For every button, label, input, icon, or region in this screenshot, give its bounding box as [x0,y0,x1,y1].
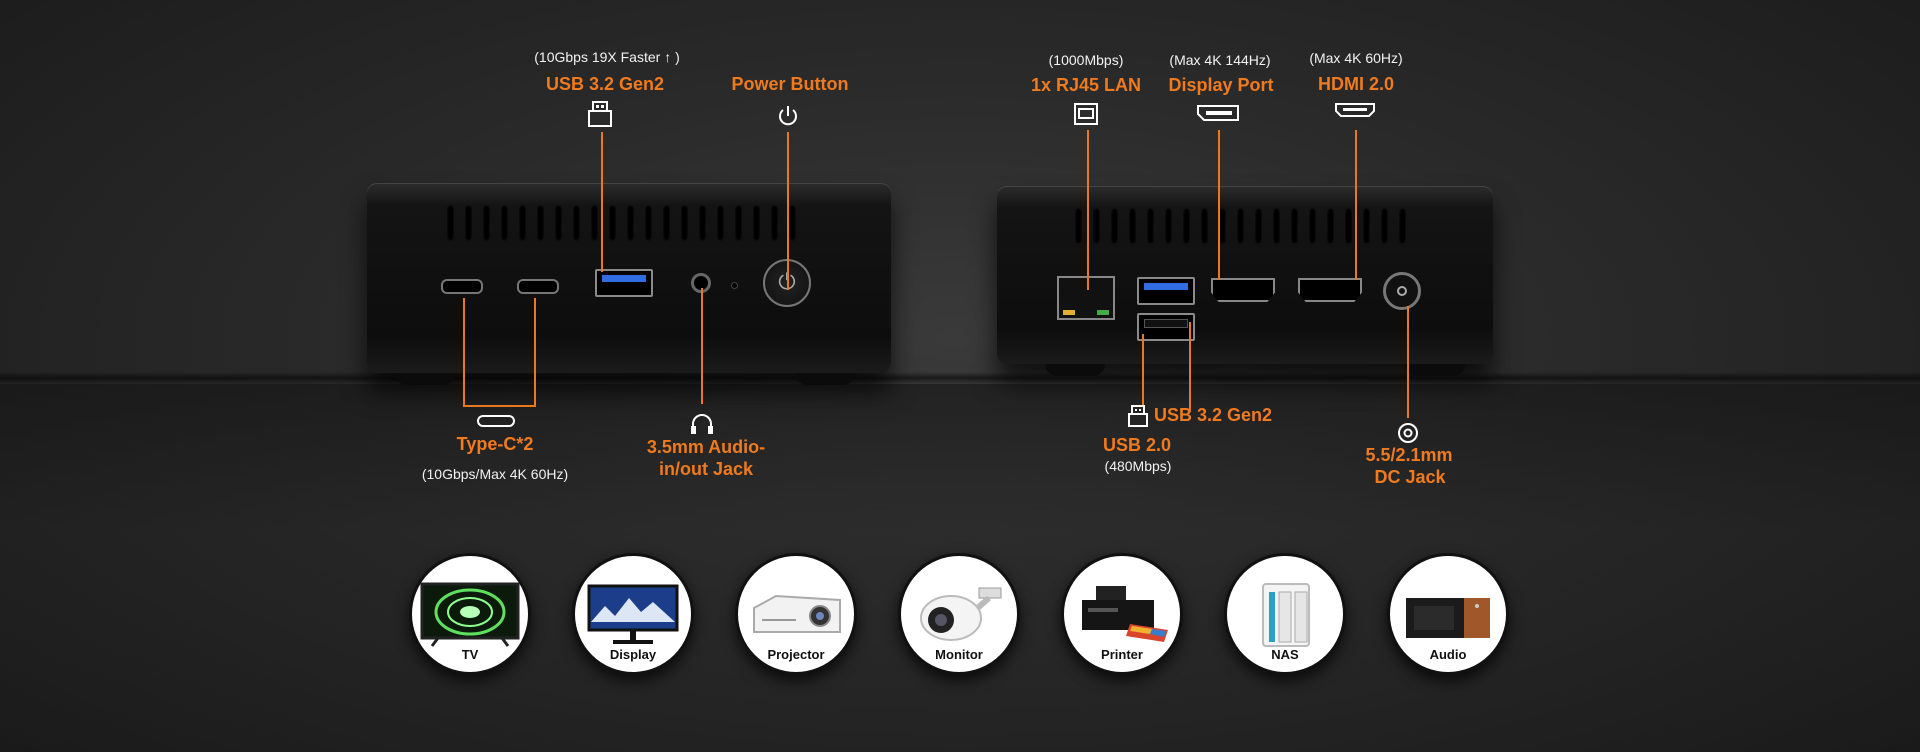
device-label: Projector [767,647,825,662]
display-icon [583,582,683,653]
usb32-port-rear [1137,277,1195,305]
dc-title-line2: DC Jack [1374,467,1446,487]
usb2-spec: (480Mbps) [1104,458,1172,474]
device-label: Monitor [935,647,983,662]
device-foot [1405,364,1465,376]
device-label: TV [461,647,479,662]
usb32-port-front [595,269,653,297]
typec-spec: (10Gbps/Max 4K 60Hz) [421,466,569,482]
typec-leader-2 [534,298,536,406]
audio-title-line2: in/out Jack [658,459,754,479]
dp-leader-line [1218,130,1220,280]
nas-icon [1235,582,1335,653]
speaker-icon [1398,582,1498,653]
device-projector: Projector [735,553,857,675]
device-label: Audio [1429,647,1467,662]
device-tv: TV [409,553,531,675]
device-foot [795,373,855,385]
device-nas: NAS [1224,553,1346,675]
device-monitor: Monitor [898,553,1020,675]
dc-title-line1: 5.5/2.1mm [1365,445,1453,465]
usb32-title: USB 3.2 Gen2 [545,74,665,94]
usb-icon [1127,404,1149,433]
power-icon [776,104,800,133]
power-button[interactable]: ⏻ [763,259,811,307]
vent-grille [1075,208,1406,244]
audio-title-line1: 3.5mm Audio- [646,437,766,457]
device-foot [395,373,455,385]
dc-jack-icon [1397,422,1419,449]
device-audio: Audio [1387,553,1509,675]
projector-icon [746,582,846,653]
usb32-leader-line [601,132,603,272]
dp-spec: (Max 4K 144Hz) [1169,52,1271,68]
dc-jack-port [1383,272,1421,310]
usb2-title: USB 2.0 [1102,435,1172,455]
dc-leader [1407,306,1409,418]
typec-leader-1 [463,298,465,406]
device-label: Display [609,647,657,662]
tv-icon [420,582,520,653]
shelf-shadow [0,372,1920,384]
mini-pc-rear [997,186,1493,364]
lan-leader-line [1087,130,1089,290]
usb2-port-rear [1137,313,1195,341]
hdmi-port [1298,278,1362,302]
typec-port-1 [441,279,483,294]
usb2-leader [1142,334,1144,406]
camera-icon [909,582,1009,653]
usb32-rear-title: USB 3.2 Gen2 [1153,405,1273,425]
device-foot [1045,364,1105,376]
vent-grille [447,205,796,241]
lan-spec: (1000Mbps) [1048,52,1124,68]
hdmi-leader-line [1355,130,1357,280]
pinhole [731,282,738,289]
lan-title: 1x RJ45 LAN [1030,75,1142,95]
power-title: Power Button [731,74,849,94]
hdmi-spec: (Max 4K 60Hz) [1309,50,1403,66]
device-label: Printer [1101,647,1143,662]
usb-icon [587,100,613,133]
typec-port-2 [517,279,559,294]
displayport-port [1211,278,1275,302]
mini-pc-front: ⏻ [367,183,891,373]
device-label: NAS [1271,647,1299,662]
usb32-rear-leader [1189,322,1191,412]
hdmi-icon [1334,102,1376,123]
hdmi-title: HDMI 2.0 [1317,74,1395,94]
usb32-spec: (10Gbps 19X Faster ↑ ) [534,49,680,65]
dp-title: Display Port [1168,75,1274,95]
audio-leader-line [701,288,703,404]
headphones-icon [689,412,715,441]
typec-leader-bar [463,405,536,407]
device-printer: Printer [1061,553,1183,675]
typec-icon [476,414,516,433]
typec-title: Type-C*2 [456,434,534,454]
ethernet-icon [1073,102,1099,131]
device-display: Display [572,553,694,675]
printer-icon [1072,582,1172,653]
rj45-port [1057,276,1115,320]
power-leader-line [787,132,789,290]
displayport-icon [1196,104,1240,127]
